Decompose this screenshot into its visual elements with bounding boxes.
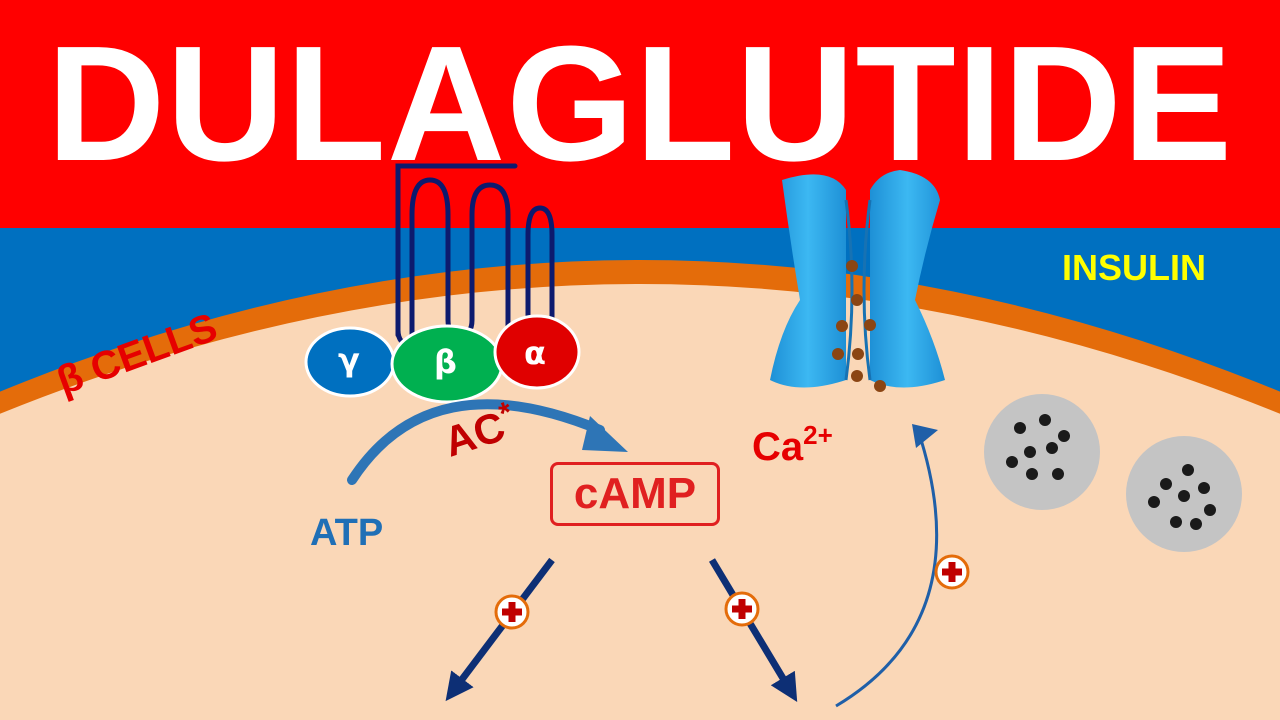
insulin-label: INSULIN: [1062, 247, 1206, 288]
gamma-subunit-label: γ: [338, 341, 360, 379]
alpha-subunit-label: α: [524, 334, 546, 372]
atp-to-camp-arrow: [347, 399, 605, 485]
page-title: DULAGLUTIDE: [46, 12, 1234, 195]
calcium-channel: [770, 170, 945, 388]
calcium-entry-arrow: [835, 429, 939, 708]
insulin-granule: [984, 394, 1100, 510]
plus-icon: [724, 591, 760, 627]
calcium-charge: 2+: [803, 420, 833, 450]
alpha-subunit: [493, 314, 581, 390]
insulin-granule: [1126, 436, 1242, 552]
plus-icon: [494, 594, 530, 630]
cytoplasm: [0, 284, 1280, 720]
atp-to-camp-arrowhead: [582, 416, 628, 452]
title-band: [0, 0, 1280, 228]
camp-label: cAMP: [573, 469, 697, 518]
camp-right-arrow: [708, 558, 798, 703]
plus-icon: [934, 554, 970, 590]
calcium-label: Ca2+: [752, 422, 833, 467]
camp-box: cAMP: [550, 462, 720, 526]
calcium-entry-arrowhead: [912, 424, 938, 448]
calcium-ions: [832, 260, 886, 392]
beta-subunit-label: β: [434, 343, 457, 381]
calcium-text: Ca: [752, 425, 804, 469]
atp-label: ATP: [310, 512, 384, 554]
